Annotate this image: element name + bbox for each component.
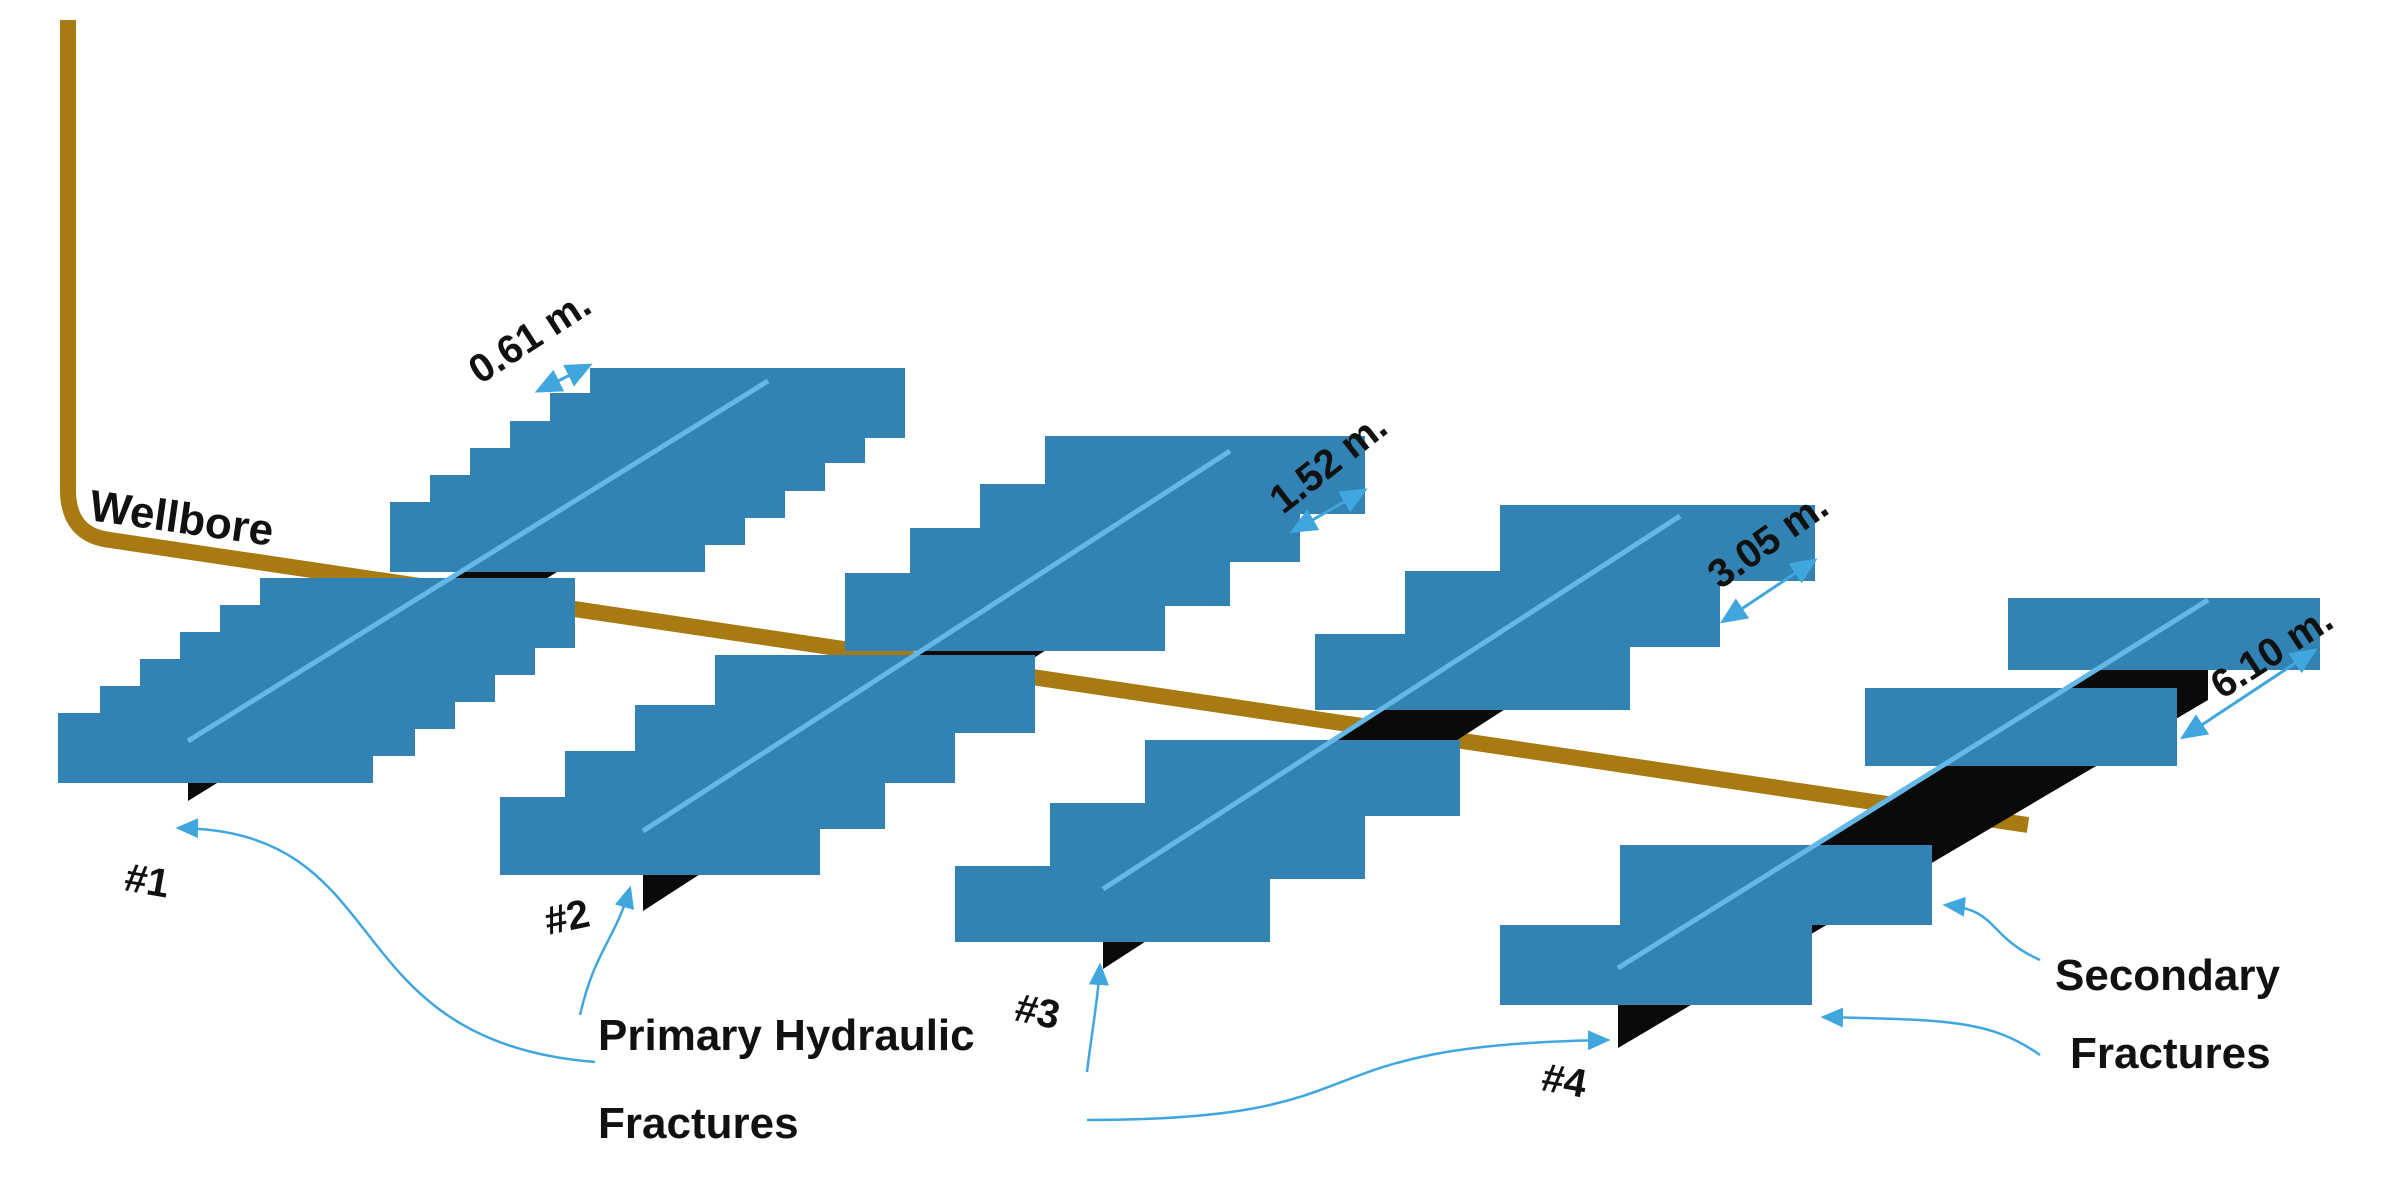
spacing-label-1: 0.61 m. [461, 282, 599, 393]
primary-fractures-label-line2: Fractures [598, 1099, 799, 1148]
stage-number-2: #2 [541, 892, 594, 944]
primary-fracture-3-edge [1101, 513, 1682, 892]
spacing-arrows [534, 363, 2318, 740]
stage-number-3: #3 [1011, 986, 1064, 1038]
stage-number-1: #1 [121, 856, 172, 907]
secondary-fractures-1 [58, 368, 905, 783]
stage-4-fractures [1500, 597, 2320, 1048]
stage-1-fractures [58, 368, 905, 801]
primary-fractures-label-line1: Primary Hydraulic [598, 1011, 975, 1060]
stage-number-4: #4 [1538, 1056, 1590, 1107]
secondary-fractures-label-line1: Secondary [2055, 951, 2281, 1000]
primary-fracture-4-edge [1616, 597, 2210, 971]
wellbore-pipe [60, 20, 2030, 833]
primary-fracture-2-edge [641, 448, 1232, 834]
secondary-fractures-3 [955, 505, 1815, 942]
stage-2-fractures [500, 436, 1365, 911]
stage-3-fractures [955, 505, 1815, 969]
secondary-fractures-2 [500, 436, 1365, 875]
primary-fracture-1-edge [186, 378, 770, 744]
callout-leaders [175, 818, 2041, 1122]
secondary-fractures-label-line2: Fractures [2070, 1029, 2271, 1078]
